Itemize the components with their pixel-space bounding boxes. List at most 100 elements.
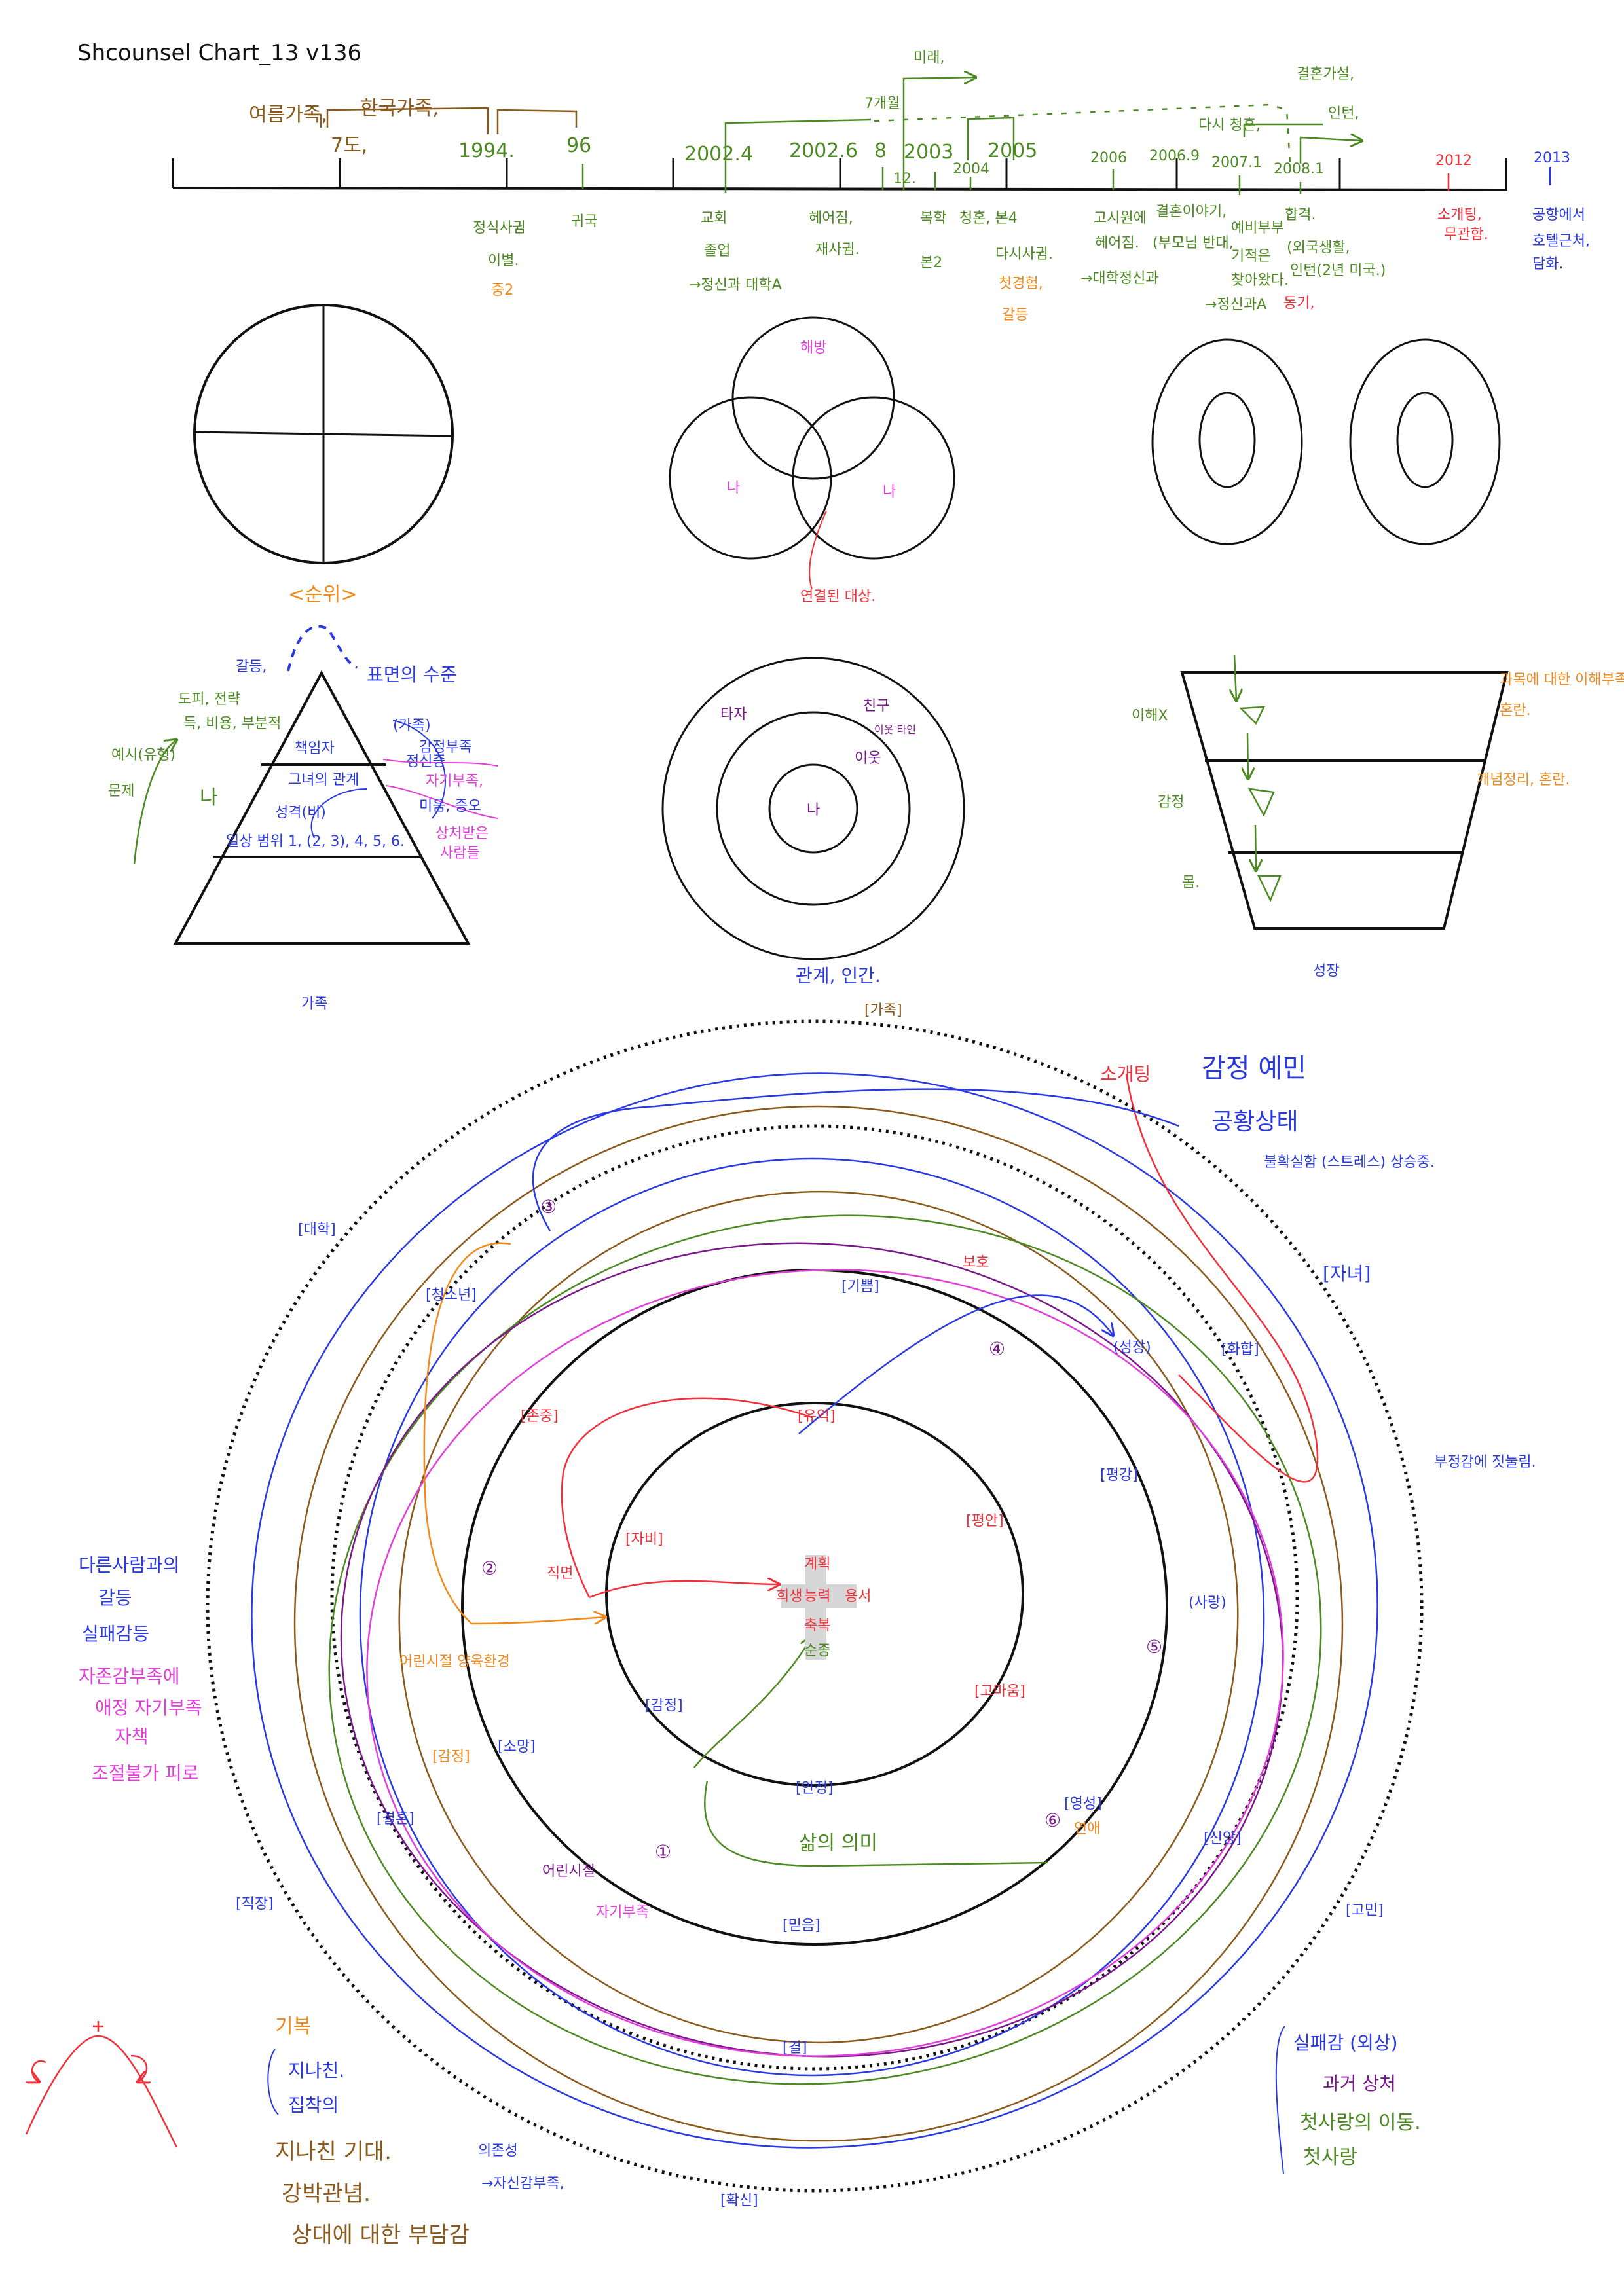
stage-label: [신앙] <box>1204 1831 1242 1847</box>
inner-value: [고마움] <box>974 1683 1025 1700</box>
stage-label: [평강] <box>1100 1467 1138 1484</box>
event-note: 다시사귐. <box>995 246 1053 263</box>
annotation: 강박관념. <box>282 2181 371 2207</box>
chart-title: Shcounsel Chart_13 v136 <box>77 40 361 66</box>
stage-label: 어린시절 <box>542 1863 595 1880</box>
annotation: 기복 <box>275 2015 311 2038</box>
annotation: 실패감등 <box>82 1623 149 1645</box>
cross-word: 계획 <box>804 1556 830 1573</box>
pyramid-note: 갈등, <box>236 659 267 675</box>
pyramid-note: 문제 <box>108 783 134 799</box>
annotation: 다른사람과의 <box>79 1554 180 1576</box>
event-note: →정신과A <box>1205 297 1266 313</box>
center-cross: 계획 능력 희생 용서 축복 순종 <box>776 1555 871 1660</box>
timeline-axis <box>172 187 1508 191</box>
event-note: 헤어짐. <box>1095 235 1139 251</box>
inner-value: [평안] <box>966 1513 1004 1529</box>
event-note: 정식사귐 <box>473 220 526 236</box>
inner-value: [감정] <box>645 1698 683 1714</box>
event-note: →대학정신과 <box>1080 270 1159 287</box>
rank-label: <순위> <box>288 583 357 606</box>
stage-label: [존중] <box>521 1408 559 1425</box>
annotation: 부정감에 짓눌림. <box>1434 1454 1536 1470</box>
event-note: 중2 <box>491 282 513 299</box>
cross-word: 순종 <box>804 1643 830 1659</box>
ring-label: 타자 <box>720 706 747 723</box>
annotation: 첫사랑의 이동. <box>1300 2111 1421 2134</box>
ring-label: 이웃 <box>855 750 881 767</box>
annotation: →자신감부족, <box>481 2176 564 2192</box>
stage-label: (성장) <box>1113 1339 1151 1356</box>
pyramid-note: 자기부족, <box>426 773 483 790</box>
year-label: 1994. <box>458 139 515 162</box>
concentric-circles: 타자 친구 이웃 타인 이웃 나 관계, 인간. [가족] <box>661 657 965 1019</box>
stage-label: [기쁨] <box>841 1279 879 1295</box>
event-note: (부모님 반대, <box>1153 235 1234 251</box>
stage-label: [대학] <box>298 1222 336 1238</box>
year-label: 2006.9 <box>1149 148 1200 164</box>
stage-label: [감정] <box>432 1749 470 1765</box>
event-note: 교회 <box>701 210 727 227</box>
level-note: 혼란. <box>1500 702 1530 719</box>
year-label: 96 <box>566 134 591 157</box>
event-note: 기적은 <box>1231 248 1271 264</box>
step-number: ⑤ <box>1146 1636 1162 1658</box>
stage-label: 직면 <box>547 1565 573 1582</box>
annotation: 감정 예민 <box>1202 1053 1306 1084</box>
timeline-ticks <box>172 158 1507 190</box>
event-note: 찾아왔다. <box>1231 272 1289 289</box>
cross-word: 희생 <box>776 1588 802 1605</box>
inner-ring <box>605 1402 1024 1787</box>
annotation: 의존성 <box>478 2143 518 2159</box>
ring-label: 나 <box>807 802 820 818</box>
timeline-note: 결혼가설, <box>1297 66 1354 82</box>
event-note: 결혼이야기, <box>1156 204 1227 220</box>
venn-diagram: 해방 나 나 연결된 대상. <box>669 316 955 605</box>
year-label: 2002.6 <box>789 139 858 162</box>
annotation: 지나친. <box>288 2060 344 2081</box>
relationship-curves <box>251 1072 1378 2149</box>
annotation: 소개팅 <box>1100 1063 1151 1085</box>
pyramid-note: 상처받은 <box>435 826 489 842</box>
stage-label: [소망] <box>498 1739 536 1755</box>
timeline-note: 다시 청혼, <box>1198 117 1261 134</box>
ring-label: 친구 <box>863 698 889 714</box>
venn-label: 나 <box>883 484 896 500</box>
inner-value: [자비] <box>625 1531 663 1548</box>
trapezoid: 이해X 감정 몸. 과목에 대한 이해부족 혼란. 개념정리, 혼란. 성장 <box>1132 654 1624 979</box>
timeline-below-notes: 정식사귐 이별. 중2 귀국 교회 졸업 →정신과 대학A 헤어짐, 재사귐. … <box>473 204 1590 323</box>
event-note: 귀국 <box>571 213 597 230</box>
pyramid-note: 득, 비용, 부분적 <box>183 716 281 732</box>
pyramid-note: 예시(유형) <box>111 747 175 763</box>
timeline: 여름가족, 한국가족, 7도, 1994. 96 2002.4 2002.6 8… <box>172 50 1590 323</box>
annotation: 집착의 <box>288 2094 339 2116</box>
stage-label: 자기부족 <box>596 1904 649 1921</box>
pyramid-note: 도피, 전략 <box>178 691 240 708</box>
pyramid-note: 나 <box>200 786 218 809</box>
stage-label: [화합] <box>1221 1341 1259 1358</box>
life-circle-diagram: 계획 능력 희생 용서 축복 순종 [유익] [평안] [자비] [고마움] [… <box>25 1019 1536 2248</box>
annotation: 첫사랑 <box>1303 2146 1357 2169</box>
timeline-note: 한국가족, <box>360 97 439 120</box>
level-label: 감정 <box>1158 794 1184 811</box>
event-note: 재사귐. <box>815 242 860 258</box>
pyramid-note: 정신증 <box>406 754 446 770</box>
cross-word: 축복 <box>804 1618 830 1634</box>
year-label: 2003 <box>904 141 953 164</box>
annotation: 상대에 대한 부담감 <box>291 2222 470 2248</box>
step-number: ④ <box>989 1338 1005 1360</box>
event-note: 공항에서 <box>1532 207 1585 223</box>
pyramid: 갈등, 표면의 수준 도피, 전략 득, 비용, 부분적 예시(유형) 문제 나… <box>108 625 498 1012</box>
stage-label: [직장] <box>236 1896 274 1912</box>
annotation: 갈등 <box>98 1587 132 1609</box>
timeline-note: 인턴, <box>1328 105 1359 122</box>
ring-label: 이웃 타인 <box>874 723 916 736</box>
year-label: 2002.4 <box>684 143 753 166</box>
year-label: 2007.1 <box>1211 155 1262 171</box>
stage-label: 연애 <box>1074 1821 1100 1837</box>
ring-caption: [가족] <box>864 1002 902 1019</box>
pyramid-note: 표면의 수준 <box>367 664 457 685</box>
event-note: 예비부부 <box>1231 220 1284 236</box>
